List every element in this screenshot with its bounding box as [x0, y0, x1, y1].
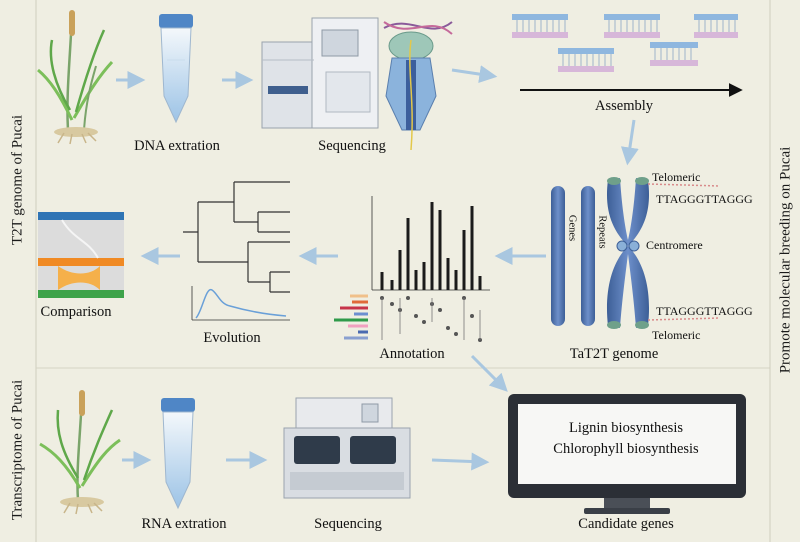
- label-seq-bottom: TTAGGGTTAGGG: [656, 304, 753, 318]
- plant-icon-bottom: [39, 390, 121, 515]
- label-evolution: Evolution: [203, 330, 261, 346]
- chromosome-icon: [606, 178, 650, 328]
- label-genes-track: Genes: [566, 214, 578, 242]
- sequencer-icon-bottom: [283, 397, 411, 499]
- arrow-seq-to-assembly: [451, 65, 498, 84]
- monitor-line-lignin: Lignin biosynthesis: [569, 420, 683, 436]
- side-label-transcriptome: Transcriptome of Pucai: [9, 379, 26, 521]
- label-sequencing-bottom: Sequencing: [314, 516, 382, 532]
- label-genome: TaT2T genome: [569, 346, 659, 362]
- label-dna-extraction: DNA extration: [134, 138, 220, 154]
- label-sequencing-top: Sequencing: [318, 138, 386, 154]
- label-repeats-track: Repeats: [596, 215, 608, 249]
- label-candidate-genes: Candidate genes: [578, 516, 674, 532]
- dna-tube-icon: [159, 14, 193, 124]
- assembly-reads-icon: [512, 14, 738, 72]
- monitor-icon: [508, 394, 746, 514]
- arrow-seq-to-candidates: [431, 452, 490, 471]
- monitor-screen-text: Lignin biosynthesis Chlorophyll biosynth…: [520, 418, 732, 460]
- synteny-comparison-icon: [38, 212, 124, 298]
- label-comparison: Comparison: [40, 304, 112, 320]
- density-curve-icon: [191, 286, 290, 321]
- label-seq-top: TTAGGGTTAGGG: [656, 192, 753, 206]
- label-rna-extraction: RNA extration: [141, 516, 227, 532]
- rna-tube-icon: [161, 398, 195, 510]
- arrow-annotation-to-candidates: [470, 354, 508, 392]
- chromosome-figure: [551, 177, 721, 329]
- label-telomeric-top: Telomeric: [652, 170, 701, 184]
- phylogenetic-tree-icon: [183, 181, 290, 293]
- label-telomeric-bottom: Telomeric: [652, 328, 701, 342]
- monitor-line-chlorophyll: Chlorophyll biosynthesis: [553, 441, 699, 457]
- genes-track: [551, 186, 565, 326]
- plant-icon-top: [37, 10, 114, 145]
- upset-plot-icon: [334, 196, 490, 342]
- repeats-track: [581, 186, 595, 326]
- label-annotation: Annotation: [379, 346, 445, 362]
- label-centromere: Centromere: [646, 238, 703, 252]
- side-label-breeding: Promote molecular breeding on Pucai: [777, 146, 794, 374]
- side-label-genome: T2T genome of Pucai: [9, 114, 26, 246]
- label-assembly: Assembly: [595, 98, 653, 114]
- sequencer-icon-top: [261, 17, 379, 129]
- nanopore-icon: [383, 21, 453, 151]
- arrow-assembly-to-genome: [620, 119, 639, 166]
